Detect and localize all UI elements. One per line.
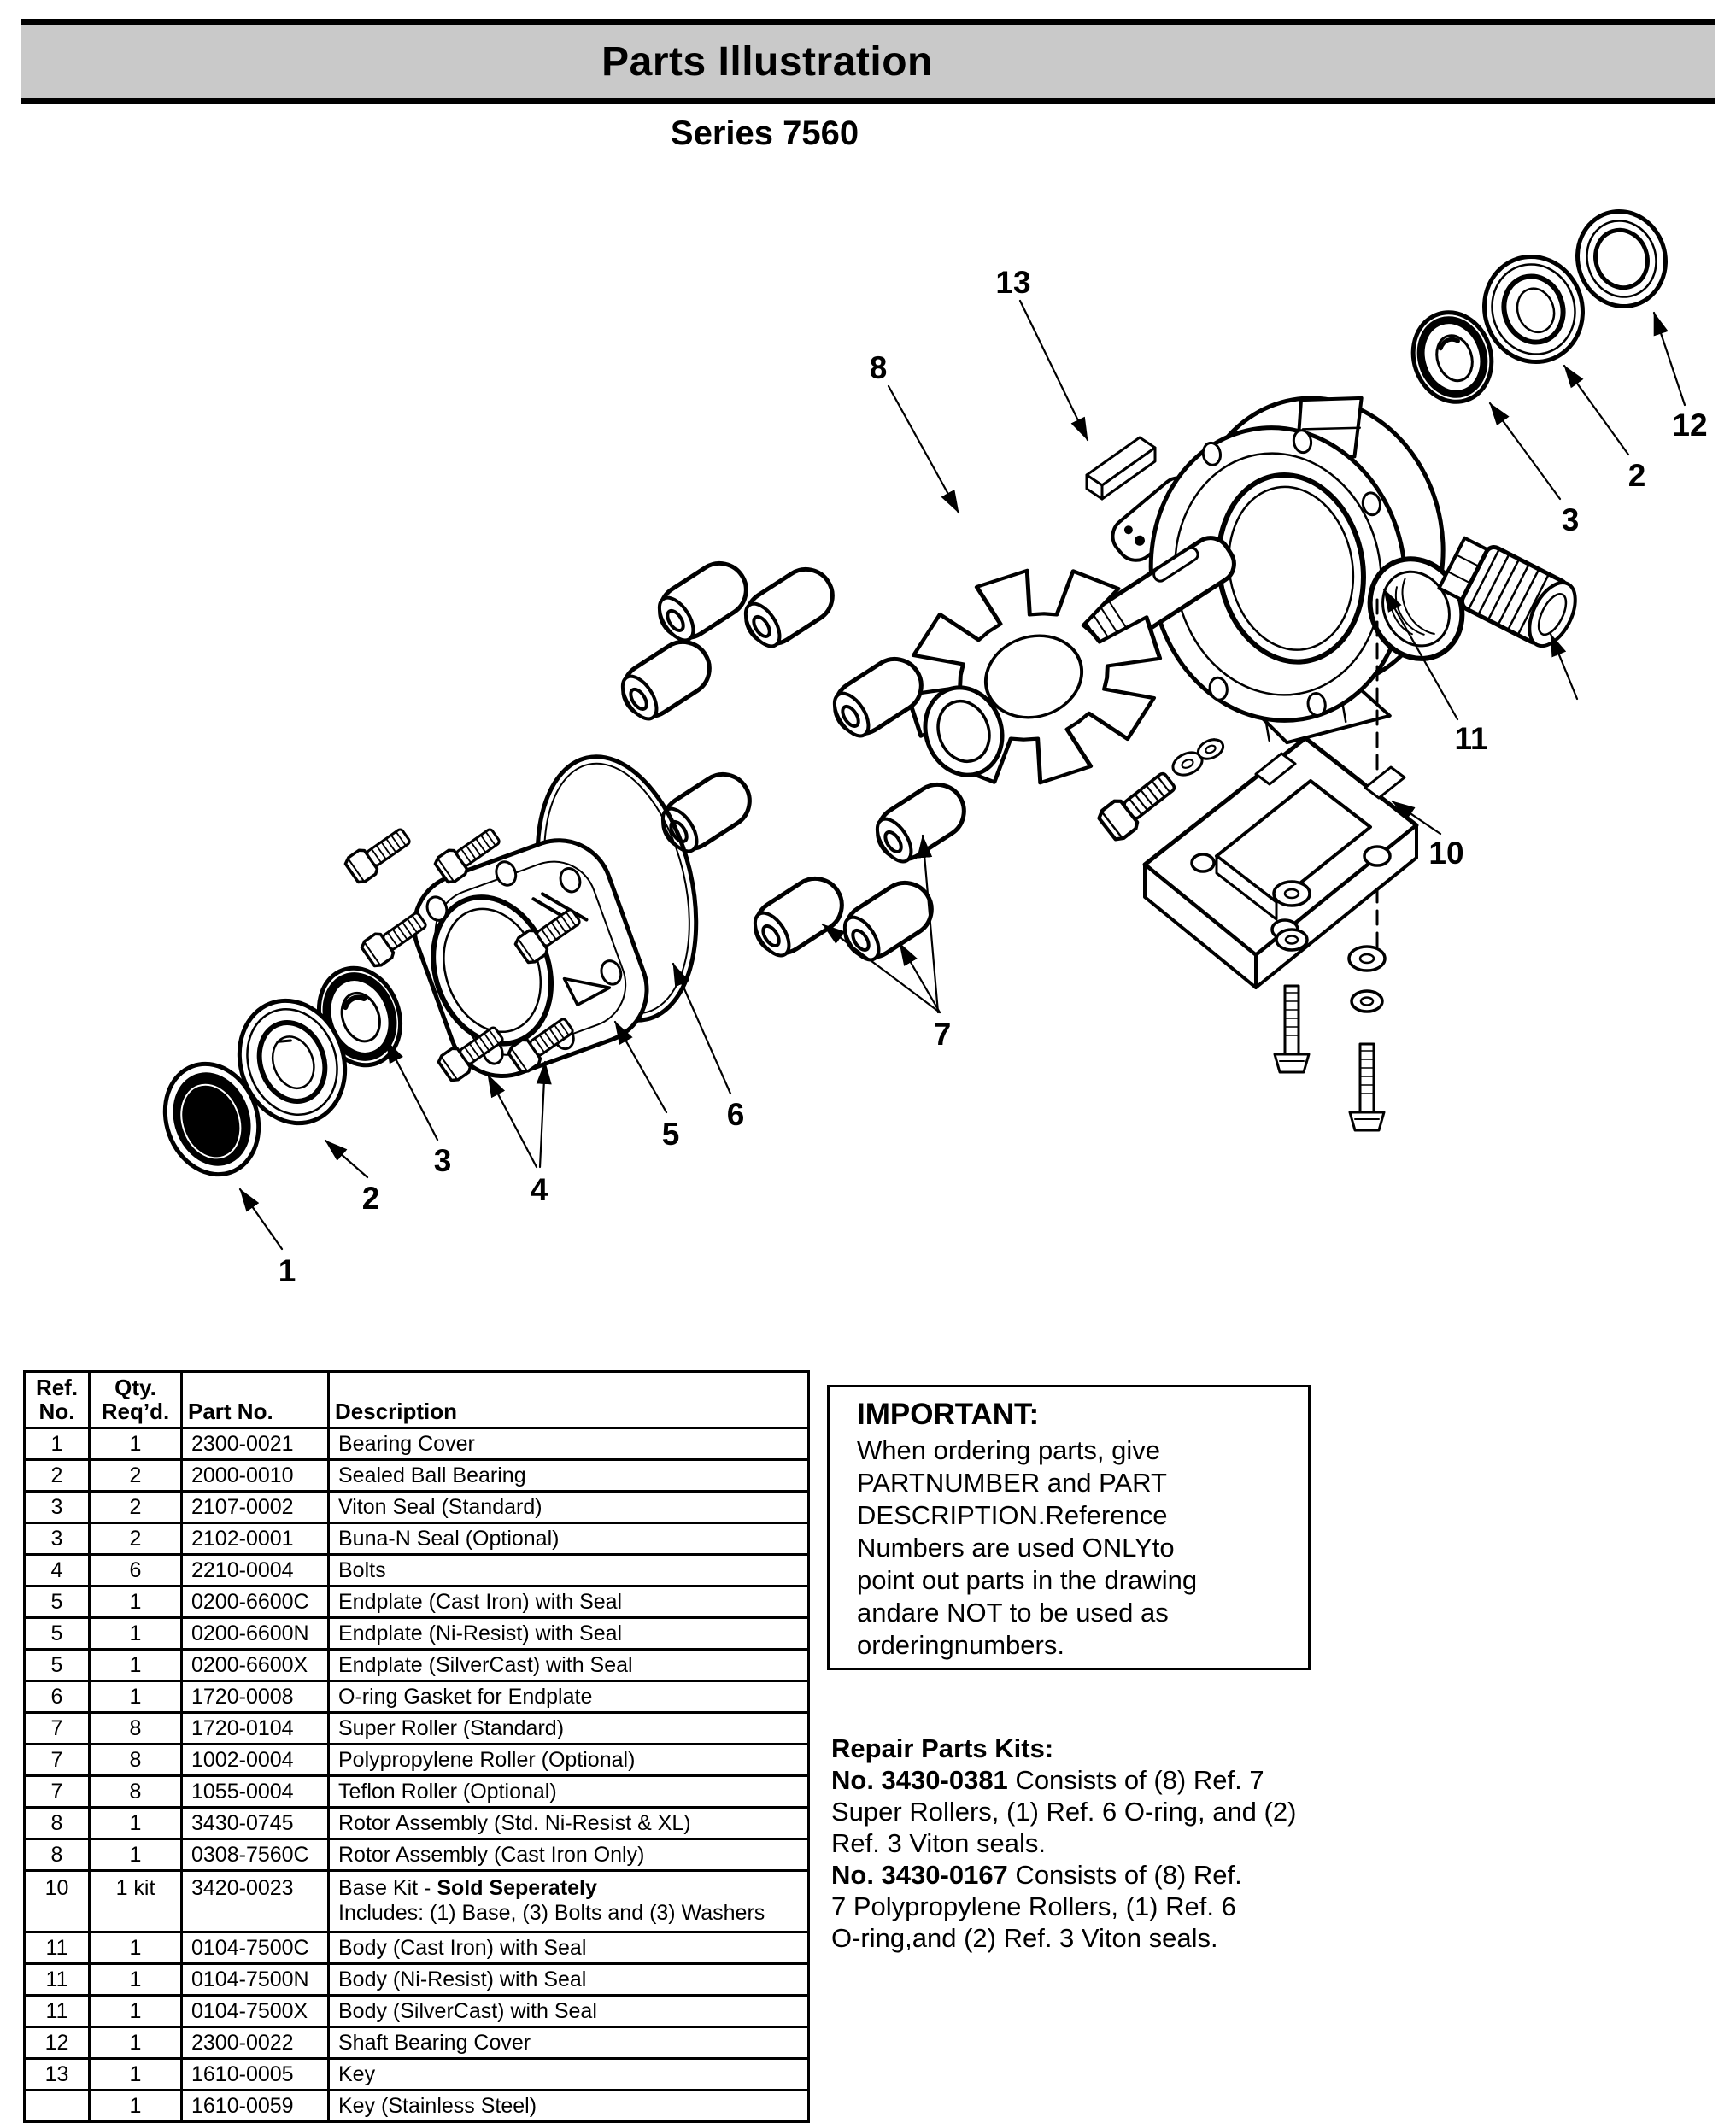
bearing-cover-part bbox=[162, 1061, 261, 1177]
series-subtitle: Series 7560 bbox=[670, 114, 859, 152]
repair-kits-line: No. 3430-0381 Consists of (8) Ref. 7 bbox=[831, 1765, 1264, 1795]
base-kit-part bbox=[1142, 736, 1419, 989]
table-header-row: Ref. No. Qty. Req’d. Part No. Descriptio… bbox=[23, 1370, 810, 1429]
important-line: andare NOT to be used as bbox=[857, 1598, 1169, 1627]
callout-ref-4: 4 bbox=[531, 1172, 548, 1207]
repair-kits-line: 7 Polypropylene Rollers, (1) Ref. 6 bbox=[831, 1891, 1236, 1921]
ball-bearing-right-part bbox=[1482, 254, 1585, 365]
col-header-part: Part No. bbox=[180, 1370, 330, 1429]
viton-seal-left-part bbox=[316, 965, 403, 1068]
col-header-desc: Description bbox=[327, 1370, 810, 1429]
repair-kits-section: Repair Parts Kits:No. 3430-0381 Consists… bbox=[831, 1733, 1378, 1954]
callout-ref-10: 10 bbox=[1428, 836, 1463, 871]
important-line: When ordering parts, give bbox=[857, 1435, 1160, 1465]
callout-ref-3: 3 bbox=[434, 1143, 452, 1178]
pump-body-part bbox=[1111, 396, 1465, 745]
repair-kits-line: Super Rollers, (1) Ref. 6 O-ring, and (2… bbox=[831, 1797, 1297, 1827]
leader-lines bbox=[238, 299, 1686, 1251]
key-part bbox=[1085, 436, 1157, 501]
important-line: orderingnumbers. bbox=[857, 1630, 1064, 1660]
repair-kits-line: Repair Parts Kits: bbox=[831, 1733, 1054, 1763]
important-line: Numbers are used ONLYto bbox=[857, 1533, 1175, 1563]
repair-kits-lines: Repair Parts Kits:No. 3430-0381 Consists… bbox=[831, 1733, 1378, 1954]
callout-ref-8: 8 bbox=[870, 350, 888, 385]
callout-ref-11: 11 bbox=[1454, 721, 1487, 756]
rotor-assembly-part bbox=[905, 536, 1236, 785]
callout-ref-12: 12 bbox=[1672, 408, 1707, 443]
callout-ref-7: 7 bbox=[934, 1017, 952, 1052]
roller-parts bbox=[613, 554, 974, 968]
callout-ref-2-right: 2 bbox=[1628, 458, 1646, 493]
callout-ref-2: 2 bbox=[362, 1181, 380, 1216]
callout-labels: 1 2 3 4 5 6 7 8 10 11 12 13 2 3 bbox=[279, 265, 1708, 1288]
callout-ref-13: 13 bbox=[995, 265, 1030, 300]
parts-table: Ref. No. Qty. Req’d. Part No. Descriptio… bbox=[23, 1370, 810, 2123]
col-header-ref: Ref. No. bbox=[23, 1370, 91, 1429]
callout-ref-6: 6 bbox=[727, 1097, 745, 1132]
title-banner: Parts Illustration bbox=[21, 19, 1715, 104]
repair-kits-line: O-ring,and (2) Ref. 3 Viton seals. bbox=[831, 1923, 1218, 1953]
callout-ref-1: 1 bbox=[279, 1253, 296, 1288]
callout-ref-5: 5 bbox=[662, 1117, 680, 1152]
ball-bearing-left-part bbox=[237, 998, 348, 1126]
important-line: DESCRIPTION.Reference bbox=[857, 1500, 1168, 1530]
col-header-qty: Qty. Req’d. bbox=[88, 1370, 183, 1429]
important-line: PARTNUMBER and PART bbox=[857, 1468, 1167, 1498]
viton-seal-right-part bbox=[1410, 310, 1494, 404]
pipe-nipple-part bbox=[1437, 536, 1577, 648]
important-heading: IMPORTANT: bbox=[857, 1398, 1040, 1431]
callout-ref-3-right: 3 bbox=[1562, 502, 1580, 537]
repair-kits-line: No. 3430-0167 Consists of (8) Ref. bbox=[831, 1860, 1242, 1890]
shaft-bearing-cover-part bbox=[1575, 208, 1668, 309]
exploded-parts-diagram: 1 2 3 4 5 6 7 8 10 11 12 13 2 3 bbox=[162, 208, 1708, 1288]
important-line: point out parts in the drawing bbox=[857, 1565, 1198, 1595]
page-title: Parts Illustration bbox=[601, 38, 933, 85]
repair-kits-line: Ref. 3 Viton seals. bbox=[831, 1828, 1047, 1858]
